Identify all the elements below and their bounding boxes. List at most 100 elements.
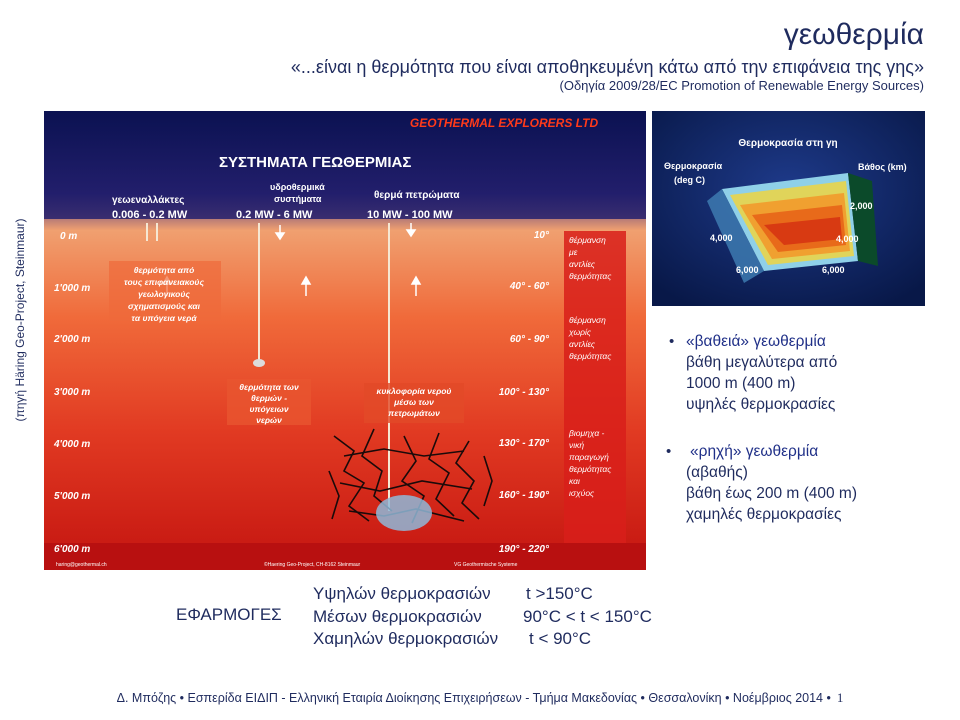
svg-text:θερμών -: θερμών - xyxy=(251,393,287,403)
svg-text:τους επιφανειακούς: τους επιφανειακούς xyxy=(124,277,204,287)
bullet-deep-geothermal: • «βαθειά» γεωθερμία βάθη μεγαλύτερα από… xyxy=(669,331,838,415)
slide-title: γεωθερμία xyxy=(783,18,924,51)
application-row-medium: Μέσων θερμοκρασιών 90°C < t < 150°C xyxy=(313,607,652,627)
brand-label: GEOTHERMAL EXPLORERS LTD xyxy=(410,116,599,130)
shallow-heat-note: θερμότητα από τους επιφανειακούς γεωλογι… xyxy=(124,265,204,323)
bullet-dot-icon: • xyxy=(669,333,675,350)
column-1-name: γεωεναλλάκτες xyxy=(112,195,184,206)
svg-text:θερμότητα από: θερμότητα από xyxy=(134,265,195,275)
infographic-email: haring@geothermal.ch xyxy=(56,562,107,568)
temp-0: 10° xyxy=(534,230,550,241)
bullet-dot-icon: • xyxy=(666,443,672,460)
infographic-systems: VG Geothermische Systeme xyxy=(454,562,518,568)
svg-text:αντλίες: αντλίες xyxy=(569,339,596,349)
earth-temperature-diagram: Θερμοκρασία στη γη Θερμοκρασία (deg C) Β… xyxy=(652,111,925,306)
svg-text:υπόγειων: υπόγειων xyxy=(249,404,288,414)
svg-text:κυκλοφορία νερού: κυκλοφορία νερού xyxy=(377,386,452,396)
bullet-shallow-line-3: χαμηλές θερμοκρασίες xyxy=(686,506,842,523)
bullet-shallow-geothermal: • «ρηχή» γεωθερμία (αβαθής) βάθη έως 200… xyxy=(666,441,857,525)
depth-3000: 3'000 m xyxy=(54,387,90,398)
svg-text:μέσω των: μέσω των xyxy=(393,397,434,407)
svg-text:με: με xyxy=(568,247,578,257)
depth-value-3: 6,000 xyxy=(822,265,845,275)
application-row-low: Χαμηλών θερμοκρασιών t < 90°C xyxy=(313,629,591,649)
temp-header: Θερμοκρασία xyxy=(664,161,723,171)
svg-text:θερμότητας: θερμότητας xyxy=(569,271,612,281)
svg-text:γεωλογικούς: γεωλογικούς xyxy=(138,289,190,299)
column-1-power: 0.006 - 0.2 MW xyxy=(112,209,188,221)
svg-text:βιομηχα -: βιομηχα - xyxy=(568,428,605,438)
svg-text:και: και xyxy=(569,476,580,486)
svg-text:θερμότητας: θερμότητας xyxy=(569,351,612,361)
hot-rock-note: κυκλοφορία νερού μέσω των πετρωμάτων xyxy=(377,386,452,418)
temp-value-2: 6,000 xyxy=(736,265,759,275)
svg-text:θερμότητας: θερμότητας xyxy=(569,464,612,474)
application-range: t >150°C xyxy=(526,584,593,603)
svg-text:παραγωγή: παραγωγή xyxy=(569,452,609,462)
footer-text: Δ. Μπόζης • Εσπερίδα ΕΙΔΙΠ - Ελληνική Ετ… xyxy=(116,691,831,705)
column-2-name: υδροθερμικά xyxy=(270,182,325,192)
depth-4000: 4'000 m xyxy=(53,439,90,450)
directive-citation: (Οδηγία 2009/28/EC Promotion of Renewabl… xyxy=(559,78,925,93)
temp-6: 190° - 220° xyxy=(499,544,550,555)
hydrothermal-note: θερμότητα των θερμών - υπόγειων νερών xyxy=(239,382,299,425)
svg-text:τα υπόγεια νερά: τα υπόγεια νερά xyxy=(131,313,197,323)
infographic-heading: ΣΥΣΤΗΜΑΤΑ ΓΕΩΘΕΡΜΙΑΣ xyxy=(219,154,411,171)
column-2-name-line2: συστήματα xyxy=(274,194,322,204)
fracture-network xyxy=(328,428,493,524)
applications-label: ΕΦΑΡΜΟΓΕΣ xyxy=(176,605,282,624)
depth-axis: 0 m 1'000 m 2'000 m 3'000 m 4'000 m 5'00… xyxy=(53,231,90,555)
use-3: βιομηχα - νική παραγωγή θερμότητας και ι… xyxy=(568,428,612,498)
temperature-axis: 10° 40° - 60° 60° - 90° 100° - 130° 130°… xyxy=(499,230,550,555)
bullet-deep-line-3: υψηλές θερμοκρασίες xyxy=(686,396,836,413)
temp-value-1: 4,000 xyxy=(710,233,733,243)
column-2-power: 0.2 MW - 6 MW xyxy=(236,209,313,221)
temp-1: 40° - 60° xyxy=(509,281,550,292)
depth-0: 0 m xyxy=(60,231,77,242)
temp-5: 160° - 190° xyxy=(499,490,550,501)
application-name: Χαμηλών θερμοκρασιών xyxy=(313,629,499,648)
depth-header: Βάθος (km) xyxy=(858,162,907,172)
svg-text:νερών: νερών xyxy=(256,415,282,425)
depth-6000: 6'000 m xyxy=(54,544,90,555)
temp-header-unit: (deg C) xyxy=(674,175,705,185)
svg-text:σχηματισμούς και: σχηματισμούς και xyxy=(128,301,201,311)
application-name: Μέσων θερμοκρασιών xyxy=(313,607,482,626)
geothermal-systems-infographic: GEOTHERMAL EXPLORERS LTD ΣΥΣΤΗΜΑΤΑ ΓΕΩΘΕ… xyxy=(44,111,646,570)
bullet-deep-line-2: 1000 m (400 m) xyxy=(686,375,796,392)
earth-title: Θερμοκρασία στη γη xyxy=(738,138,837,149)
boreholes xyxy=(146,223,390,511)
depth-5000: 5'000 m xyxy=(54,491,90,502)
svg-text:χωρίς: χωρίς xyxy=(568,327,592,337)
bullet-deep-head: «βαθειά» γεωθερμία xyxy=(686,333,826,350)
use-1: θέρμανση με αντλίες θερμότητας xyxy=(568,235,612,281)
application-range: t < 90°C xyxy=(529,629,592,648)
temp-3: 100° - 130° xyxy=(499,387,550,398)
bullet-deep-line-1: βάθη μεγαλύτερα από xyxy=(686,354,838,371)
slide-footer: Δ. Μπόζης • Εσπερίδα ΕΙΔΙΠ - Ελληνική Ετ… xyxy=(0,690,960,706)
page-number: 1 xyxy=(836,690,844,705)
infographic-copyright: ©Haering Geo-Project, CH-8162 Steinmaur xyxy=(264,561,361,568)
depth-1000: 1'000 m xyxy=(54,283,90,294)
depth-value-2: 4,000 xyxy=(836,234,859,244)
use-2: θέρμανση χωρίς αντλίες θερμότητας xyxy=(568,315,612,361)
svg-text:πετρωμάτων: πετρωμάτων xyxy=(388,408,440,418)
column-3-power: 10 MW - 100 MW xyxy=(367,209,453,221)
svg-text:θέρμανση: θέρμανση xyxy=(569,315,606,325)
depth-value-1: 2,000 xyxy=(850,201,873,211)
temp-2: 60° - 90° xyxy=(510,334,550,345)
svg-text:θέρμανση: θέρμανση xyxy=(569,235,606,245)
earth-layers xyxy=(707,173,878,283)
application-row-high: Υψηλών θερμοκρασιών t >150°C xyxy=(313,584,593,604)
svg-text:νική: νική xyxy=(569,440,584,450)
definition-quote: «...είναι η θερμότητα που είναι αποθηκευ… xyxy=(290,57,924,77)
application-range: 90°C < t < 150°C xyxy=(523,607,652,626)
bullet-shallow-line-1: (αβαθής) xyxy=(686,464,748,481)
svg-text:ισχύος: ισχύος xyxy=(569,488,595,498)
svg-text:θερμότητα των: θερμότητα των xyxy=(239,382,299,392)
bullet-shallow-line-2: βάθη έως 200 m (400 m) xyxy=(686,485,857,502)
column-3-name: θερμά πετρώματα xyxy=(374,190,460,201)
application-name: Υψηλών θερμοκρασιών xyxy=(313,584,491,603)
source-credit: (πηγή Häring Geo-Project, Steinmaur) xyxy=(13,218,27,422)
svg-text:αντλίες: αντλίες xyxy=(569,259,596,269)
